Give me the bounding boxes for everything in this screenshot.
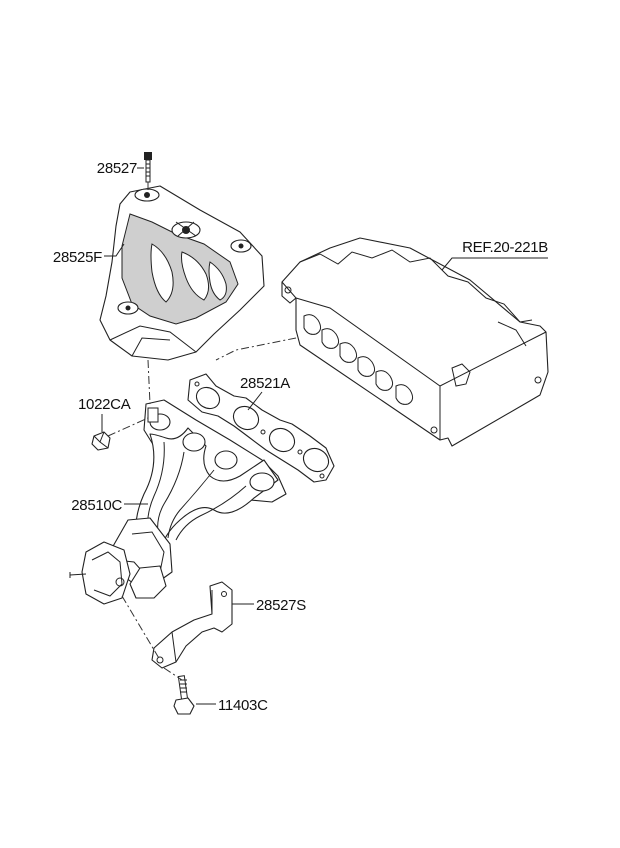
heat-shield xyxy=(99,185,265,361)
nut xyxy=(91,431,111,451)
bracket xyxy=(151,581,233,669)
leader-lines xyxy=(101,167,548,705)
callout-ref-20-221b: REF.20-221B xyxy=(462,239,548,256)
exhaust-manifold xyxy=(69,399,287,605)
callout-1022ca: 1022CA xyxy=(78,396,131,413)
assembly-lines xyxy=(107,182,297,681)
callout-28521a: 28521A xyxy=(240,375,290,392)
cylinder-head xyxy=(281,237,549,447)
callout-28525f: 28525F xyxy=(53,249,102,266)
gasket xyxy=(187,373,335,483)
callout-28527s: 28527S xyxy=(256,597,306,614)
callout-11403c: 11403C xyxy=(218,697,268,714)
callout-labels: 28527 28525F REF.20-221B 28521A 1022CA 2… xyxy=(53,160,549,714)
bolt-bottom xyxy=(173,675,195,715)
callout-28510c: 28510C xyxy=(71,497,122,514)
bolt-top xyxy=(144,152,152,183)
callout-28527: 28527 xyxy=(97,160,137,177)
